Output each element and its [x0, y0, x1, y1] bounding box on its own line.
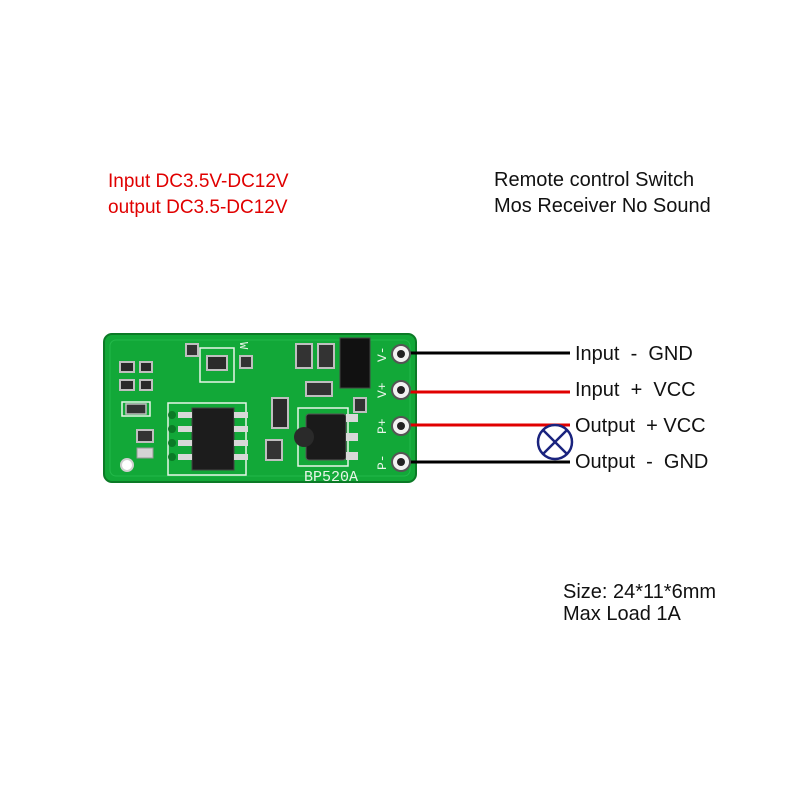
description-line-1: Remote control Switch	[494, 169, 695, 191]
wire-label-output-vcc: Output + VCC	[575, 415, 706, 437]
lamp-icon	[536, 423, 574, 461]
left-smd-components	[119, 361, 154, 459]
mounting-hole	[120, 458, 134, 472]
size-spec: Size: 24*11*6mm	[563, 581, 717, 603]
output-voltage-spec: output DC3.5-DC12V	[108, 197, 288, 218]
description-line-2: Mos Receiver No Sound	[494, 195, 711, 217]
top-smd-components	[185, 343, 289, 461]
wires	[402, 351, 570, 464]
wire-label-output-gnd: Output - GND	[575, 451, 709, 473]
input-voltage-spec: Input DC3.5V-DC12V	[108, 171, 289, 192]
solder-pads	[391, 344, 411, 472]
wire-label-input-gnd: Input - GND	[575, 343, 693, 365]
pin-mark-p-plus: P+	[375, 418, 390, 434]
pin-mark-p-minus: P-	[375, 454, 390, 470]
board-model-text: BP520A	[304, 469, 358, 486]
max-load-spec: Max Load 1A	[563, 603, 681, 625]
receiver-pcb: BP520A W V- V+ P+ P-	[103, 333, 417, 486]
wire-label-input-vcc: Input + VCC	[575, 379, 696, 401]
mos-components	[294, 337, 371, 467]
pin-mark-v-plus: V+	[375, 382, 390, 398]
pin-mark-v-minus: V-	[375, 346, 390, 362]
silkscreen-w: W	[236, 342, 250, 350]
soic8-chip	[167, 402, 248, 476]
